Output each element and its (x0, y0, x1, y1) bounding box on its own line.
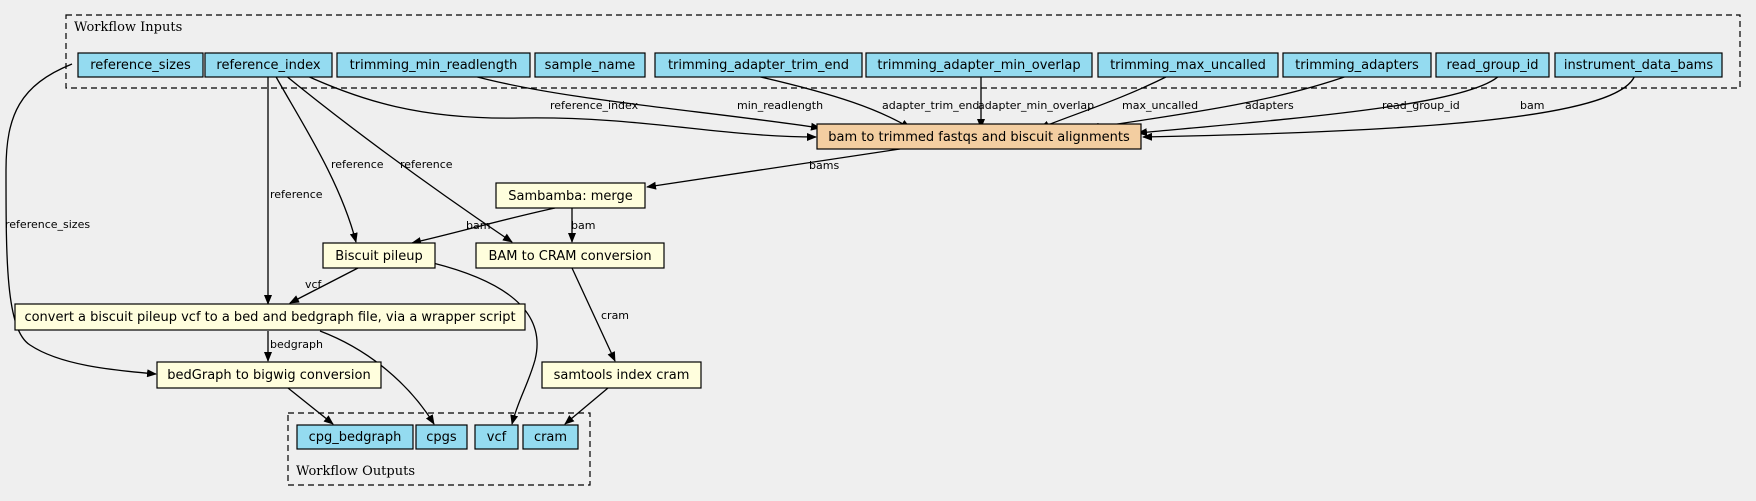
edge-label-max-uncalled: max_uncalled (1122, 99, 1198, 112)
step-trim-align[interactable]: bam to trimmed fastqs and biscuit alignm… (816, 123, 1142, 150)
edge-reference-index-to-trim (304, 74, 817, 141)
edge-labels: reference_index min_readlength adapter_t… (5, 99, 1544, 351)
input-instrument-data-bams[interactable]: instrument_data_bams (1554, 52, 1723, 78)
edge-adapter-trim-end-to-trim (751, 74, 911, 129)
edge-pileup-vcf-to-vcf2bed (289, 267, 359, 304)
step-samtools-index-cram-label: samtools index cram (554, 368, 690, 383)
step-bedgraph-to-bigwig[interactable]: bedGraph to bigwig conversion (156, 361, 382, 389)
step-bam-to-cram-label: BAM to CRAM conversion (488, 249, 651, 264)
edge-bams-to-merge (646, 148, 901, 190)
edge-label-bams: bams (809, 159, 839, 172)
input-read-group-id[interactable]: read_group_id (1435, 52, 1550, 78)
output-vcf-label: vcf (487, 430, 507, 445)
edge-read-group-id-to-trim (1137, 74, 1501, 137)
edge-label-bam-pileup: bam (466, 219, 490, 232)
output-cpg-bedgraph-label: cpg_bedgraph (309, 430, 402, 445)
input-trimming-adapter-trim-end-label: trimming_adapter_trim_end (668, 58, 849, 73)
edge-index-to-cram-output (564, 387, 609, 425)
input-trimming-adapters[interactable]: trimming_adapters (1282, 52, 1432, 78)
edge-min-readlength-to-trim (469, 74, 821, 131)
input-reference-sizes-label: reference_sizes (90, 58, 191, 73)
step-bam-to-cram[interactable]: BAM to CRAM conversion (475, 242, 665, 269)
input-trimming-min-readlength-label: trimming_min_readlength (350, 58, 518, 73)
edge-label-reference-sizes: reference_sizes (5, 218, 90, 231)
input-trimming-adapter-min-overlap[interactable]: trimming_adapter_min_overlap (865, 52, 1093, 78)
input-trimming-max-uncalled[interactable]: trimming_max_uncalled (1097, 52, 1279, 78)
input-reference-index[interactable]: reference_index (204, 52, 333, 78)
step-biscuit-pileup[interactable]: Biscuit pileup (322, 242, 436, 269)
step-sambamba-merge[interactable]: Sambamba: merge (495, 182, 646, 209)
input-trimming-adapter-trim-end[interactable]: trimming_adapter_trim_end (654, 52, 863, 78)
input-instrument-data-bams-label: instrument_data_bams (1564, 58, 1713, 73)
step-vcf-to-bed-label: convert a biscuit pileup vcf to a bed an… (24, 310, 515, 325)
edge-reference-to-pileup (274, 74, 358, 243)
edge-max-uncalled-to-trim (1039, 74, 1171, 129)
edge-pileup-to-vcf-output (432, 262, 538, 425)
edge-label-reference-index: reference_index (550, 99, 639, 112)
output-cram[interactable]: cram (522, 424, 579, 450)
edge-vcf2bed-to-cpgs-output (319, 330, 435, 425)
edges (5, 63, 1636, 425)
workflow-inputs-title: Workflow Inputs (74, 20, 182, 35)
edge-cram-to-index (571, 267, 616, 362)
output-nodes: cpg_bedgraph cpgs vcf cram (296, 424, 579, 450)
edge-label-adapters: adapters (1245, 99, 1294, 112)
edge-label-read-group-id: read_group_id (1382, 99, 1460, 112)
step-nodes: bam to trimmed fastqs and biscuit alignm… (14, 123, 1142, 389)
edge-label-adapter-min-overlap: adapter_min_overlap (978, 99, 1094, 112)
workflow-outputs-title: Workflow Outputs (296, 464, 415, 479)
edge-reference-to-cram (284, 74, 513, 243)
edge-merge-bam-to-pileup (411, 207, 556, 245)
input-nodes: reference_sizes reference_index trimming… (77, 52, 1723, 78)
edge-label-reference-cram: reference (400, 158, 453, 171)
edge-label-adapter-trim-end: adapter_trim_end (882, 99, 979, 112)
edge-label-vcf: vcf (305, 278, 323, 291)
output-cram-label: cram (534, 430, 567, 445)
output-vcf[interactable]: vcf (474, 424, 519, 450)
edge-label-cram: cram (601, 309, 629, 322)
edge-adapters-to-trim (1089, 74, 1351, 131)
input-sample-name[interactable]: sample_name (534, 52, 646, 78)
edge-reference-sizes-to-bigwig (5, 63, 157, 378)
edge-bigwig-to-cpg-bedgraph (287, 387, 334, 425)
edge-label-bedgraph: bedgraph (270, 338, 323, 351)
edge-label-bam-input: bam (1520, 99, 1544, 112)
edge-label-reference-vcf2bed: reference (270, 188, 323, 201)
output-cpgs[interactable]: cpgs (415, 424, 468, 450)
workflow-outputs-cluster: Workflow Outputs (287, 412, 591, 486)
input-reference-sizes[interactable]: reference_sizes (77, 52, 204, 78)
step-samtools-index-cram[interactable]: samtools index cram (541, 361, 702, 389)
edge-bam-to-trim (1142, 74, 1636, 141)
input-trimming-adapter-min-overlap-label: trimming_adapter_min_overlap (877, 58, 1080, 73)
step-trim-align-label: bam to trimmed fastqs and biscuit alignm… (828, 130, 1130, 145)
edge-label-min-readlength: min_readlength (737, 99, 823, 112)
input-trimming-max-uncalled-label: trimming_max_uncalled (1110, 58, 1266, 73)
step-bedgraph-to-bigwig-label: bedGraph to bigwig conversion (167, 368, 370, 383)
input-sample-name-label: sample_name (545, 58, 636, 73)
input-trimming-adapters-label: trimming_adapters (1295, 58, 1419, 73)
output-cpg-bedgraph[interactable]: cpg_bedgraph (296, 424, 414, 450)
input-reference-index-label: reference_index (216, 58, 320, 73)
step-sambamba-merge-label: Sambamba: merge (508, 189, 633, 204)
input-read-group-id-label: read_group_id (1447, 58, 1539, 73)
step-biscuit-pileup-label: Biscuit pileup (335, 249, 423, 264)
edge-label-bam-cram: bam (571, 219, 595, 232)
output-cpgs-label: cpgs (426, 430, 457, 445)
step-vcf-to-bed[interactable]: convert a biscuit pileup vcf to a bed an… (14, 303, 526, 331)
workflow-inputs-cluster: Workflow Inputs (65, 14, 1741, 89)
input-trimming-min-readlength[interactable]: trimming_min_readlength (336, 52, 531, 78)
edge-label-reference-pileup: reference (331, 158, 384, 171)
